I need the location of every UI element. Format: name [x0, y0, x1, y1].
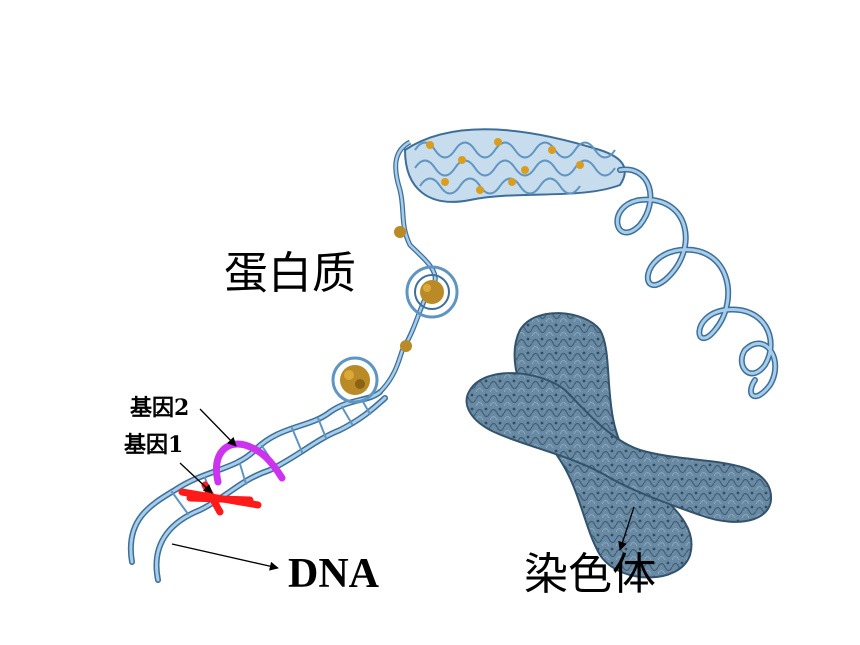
chromosome: [465, 312, 773, 579]
dna-strand-a-highlight: [129, 390, 382, 564]
dna-strand-b-highlight: [155, 396, 387, 582]
nucleosome-chain: [331, 139, 459, 404]
gene-1-arrow: [179, 462, 213, 494]
nucleosome-bead: [400, 340, 412, 352]
coiled-fiber: [614, 166, 779, 400]
nucleosome-coil: [405, 265, 459, 319]
chromosome-label: 染色体: [524, 549, 656, 600]
gene-1-label: 基因1: [124, 432, 184, 458]
nucleosome-large: [331, 356, 379, 404]
protein-label: 蛋白质: [224, 248, 356, 299]
chromatid-b: [465, 372, 773, 523]
label-arrows: [171, 408, 635, 571]
dna-label: DNA: [288, 551, 379, 597]
chromosome-arrow: [618, 506, 635, 551]
gene-1-segment: [178, 481, 262, 516]
nucleosome-bead: [394, 226, 406, 238]
dna-arrow: [171, 543, 279, 571]
gene-2-label: 基因2: [130, 395, 190, 421]
gene-2-segment: [213, 440, 286, 486]
gene-2-arrow: [199, 408, 237, 447]
chromatin-fiber: [403, 128, 626, 203]
